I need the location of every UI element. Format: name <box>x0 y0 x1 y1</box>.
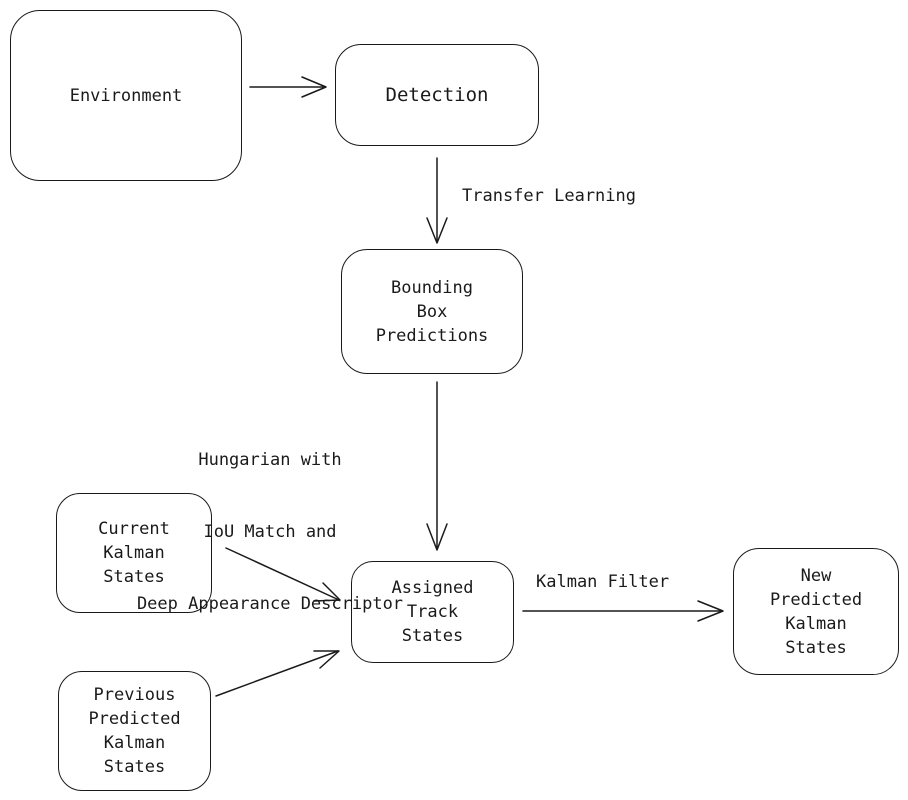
edge-environment-to-detection <box>249 76 327 98</box>
edge-label-hungarian: Hungarian with IoU Match and Deep Appear… <box>112 400 428 640</box>
node-new-kalman-line-2: Predicted <box>769 589 863 610</box>
edge-bounding-box-to-assigned-track <box>426 381 448 551</box>
node-new-kalman-line-3: Kalman <box>785 613 847 634</box>
edge-current-kalman-to-assigned-track <box>225 547 341 602</box>
edge-label-transfer-learning: Transfer Learning <box>462 186 636 206</box>
node-assigned-track-line-1: Assigned <box>391 578 474 598</box>
node-detection-line: Detection <box>385 84 489 106</box>
node-assigned-track-states: Assigned Track States <box>351 561 514 663</box>
node-previous-kalman-line-2: Predicted <box>88 709 181 729</box>
node-previous-kalman-line-3: Kalman <box>103 733 166 753</box>
node-environment-line: Environment <box>69 85 183 106</box>
node-previous-kalman-line-1: Previous <box>93 685 176 705</box>
node-current-kalman-line-1: Current <box>98 519 170 539</box>
edge-previous-kalman-to-assigned-track <box>215 650 340 697</box>
node-detection: Detection <box>335 44 539 146</box>
node-environment: Environment <box>10 10 242 181</box>
node-new-kalman-line-4: States <box>785 637 847 658</box>
node-bounding-box-line-3: Predictions <box>375 325 489 346</box>
node-assigned-track-line-3: States <box>401 626 464 646</box>
node-current-kalman-line-2: Kalman <box>103 543 165 563</box>
edge-label-hungarian-line-2: IoU Match and <box>203 522 337 542</box>
edge-detection-to-bounding-box <box>426 157 448 244</box>
node-previous-kalman-line-4: States <box>103 757 166 777</box>
node-bounding-box-predictions: Bounding Box Predictions <box>341 249 523 374</box>
node-new-predicted-kalman-states: New Predicted Kalman States <box>733 548 899 675</box>
node-current-kalman-states: Current Kalman States <box>56 493 212 613</box>
node-new-kalman-line-1: New <box>800 565 832 586</box>
node-bounding-box-line-1: Bounding <box>391 277 473 298</box>
edge-assigned-track-to-new-kalman <box>522 600 724 622</box>
node-bounding-box-line-2: Box <box>416 301 448 322</box>
node-assigned-track-line-2: Track <box>406 602 459 622</box>
edge-label-hungarian-line-3: Deep Appearance Descriptor <box>136 594 404 614</box>
edge-label-kalman-filter: Kalman Filter <box>536 572 670 592</box>
node-current-kalman-line-3: States <box>103 567 165 587</box>
node-previous-predicted-kalman-states: Previous Predicted Kalman States <box>58 671 211 791</box>
edge-label-hungarian-line-1: Hungarian with <box>198 450 342 470</box>
